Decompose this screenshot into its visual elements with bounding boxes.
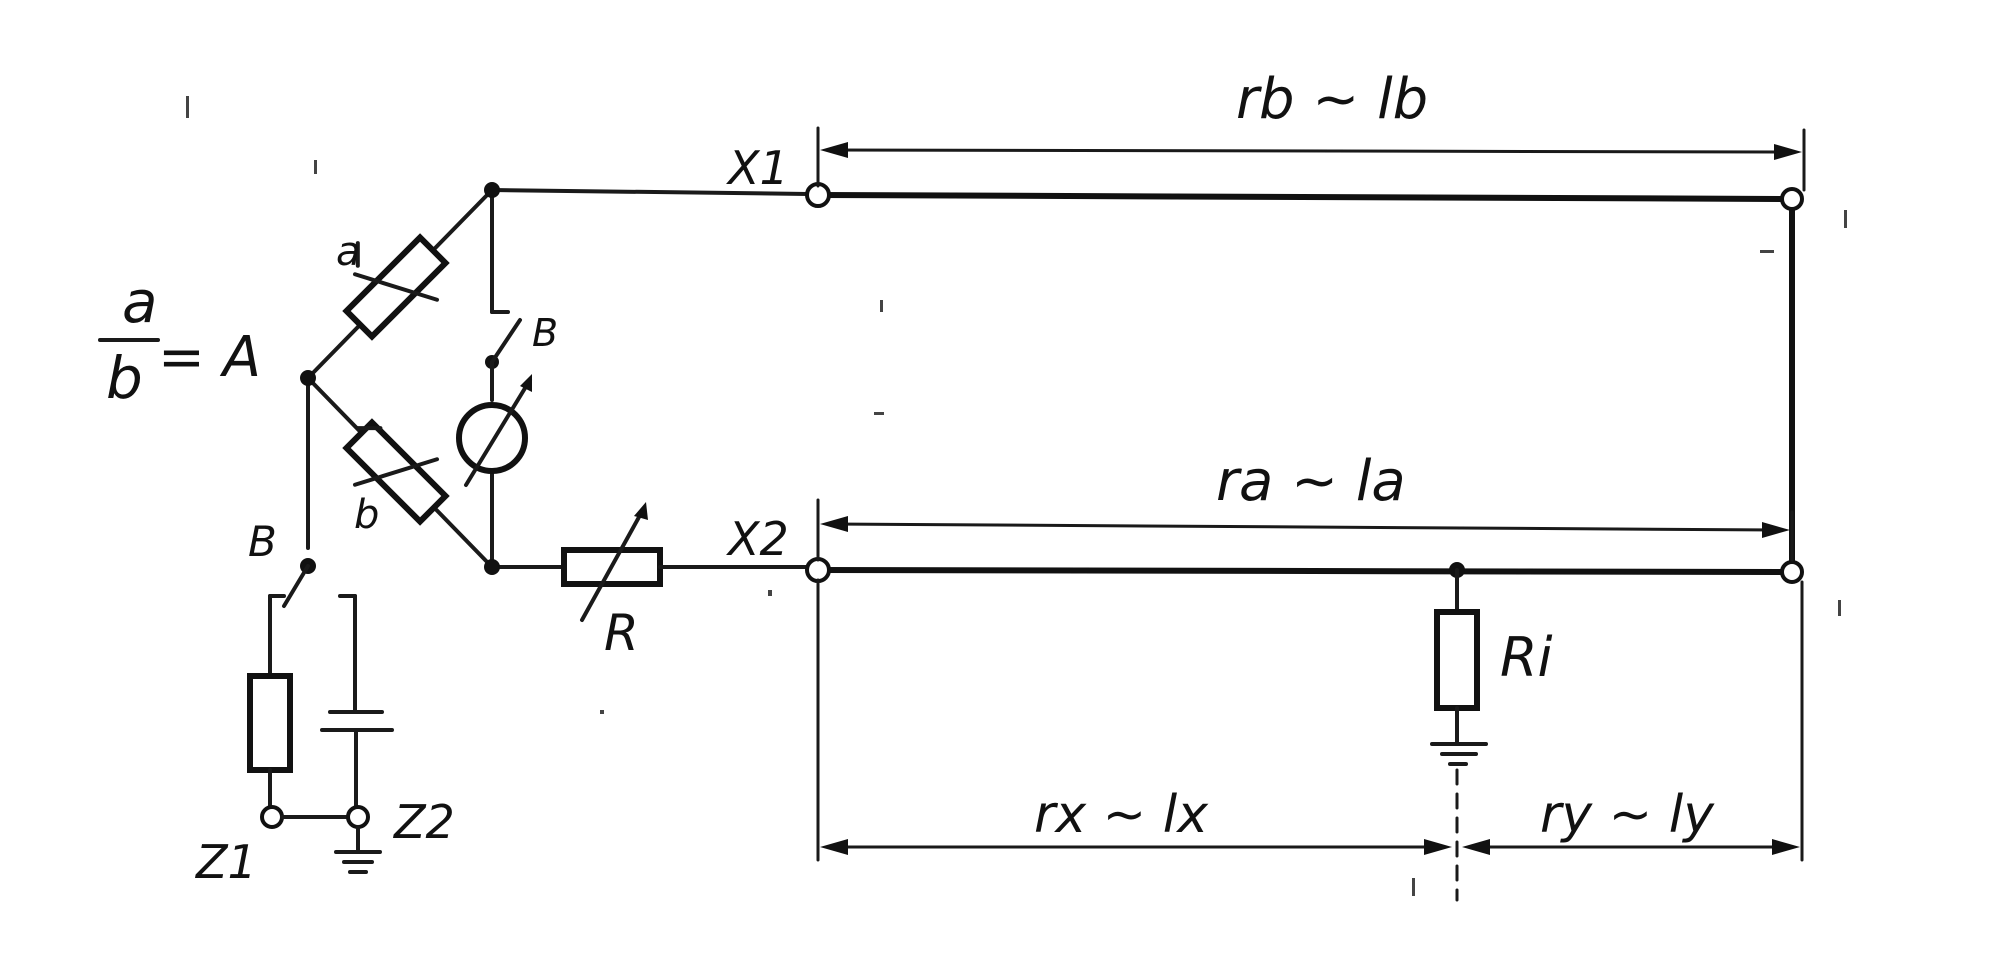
ratio-numerator: a <box>122 268 158 336</box>
resistor-b <box>342 418 450 526</box>
label-resistor-a: a <box>336 229 361 275</box>
label-resistor-b: b <box>354 492 379 538</box>
label-z1: Z1 <box>194 835 257 889</box>
cable-a <box>817 567 1793 575</box>
rheostat-r <box>561 502 663 622</box>
terminal-z2 <box>346 805 370 829</box>
label-x1: X1 <box>726 141 789 195</box>
label-z2: Z2 <box>392 795 455 849</box>
far-end-terminal-top <box>1780 187 1804 211</box>
label-x2: X2 <box>726 512 789 566</box>
dimension-rb <box>816 126 1806 192</box>
series-resistor <box>247 673 293 773</box>
battery-icon <box>320 594 394 810</box>
resistor-ri <box>1434 609 1480 711</box>
label-switch-B-upper: B <box>532 311 558 355</box>
far-end-terminal-bottom <box>1780 560 1804 584</box>
label-switch-B-lower: B <box>248 517 277 566</box>
label-rb-lb: rb ~ lb <box>1236 67 1428 132</box>
terminal-z1 <box>260 805 284 829</box>
label-ri: Ri <box>1500 626 1553 689</box>
wire-to-x1 <box>490 188 810 196</box>
cable-b <box>817 192 1793 202</box>
node-left <box>300 370 316 386</box>
ratio-denominator: b <box>106 344 143 412</box>
scan-noise <box>186 96 1847 896</box>
resistor-a <box>342 233 450 341</box>
label-ra-la: ra ~ la <box>1216 449 1406 514</box>
label-ry-ly: ry ~ ly <box>1540 785 1715 845</box>
label-rx-lx: rx ~ lx <box>1034 785 1209 845</box>
terminal-x2 <box>805 557 831 583</box>
switch-B-lower <box>268 558 316 608</box>
ri-ground-icon <box>1430 742 1488 766</box>
label-rheostat-R: R <box>604 604 639 662</box>
ratio-equals-A: = A <box>158 325 261 390</box>
dimension-rx-ry <box>816 578 1804 862</box>
dimension-ra <box>816 498 1794 562</box>
galvanometer-icon <box>456 374 532 487</box>
ground-icon <box>334 825 382 874</box>
node-top <box>484 182 500 198</box>
node-bottom <box>484 559 500 575</box>
